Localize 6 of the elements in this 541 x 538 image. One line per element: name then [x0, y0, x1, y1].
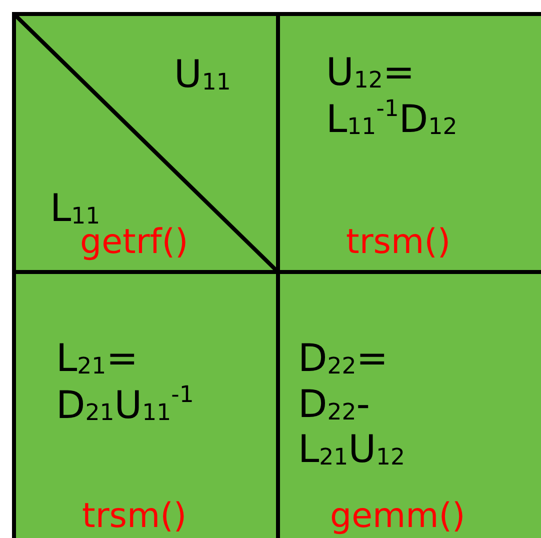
matrix-formula: U$_{11}$ — [174, 52, 231, 98]
function-name: trsm() — [346, 224, 451, 262]
matrix-formula: U$_{12}$= L$_{11}$$^{-1}$D$_{12}$ — [326, 50, 458, 142]
function-name: trsm() — [82, 498, 187, 536]
matrix-formula: D$_{22}$= D$_{22}$-L$_{21}$U$_{12}$ — [298, 336, 406, 473]
function-name: gemm() — [330, 498, 466, 536]
